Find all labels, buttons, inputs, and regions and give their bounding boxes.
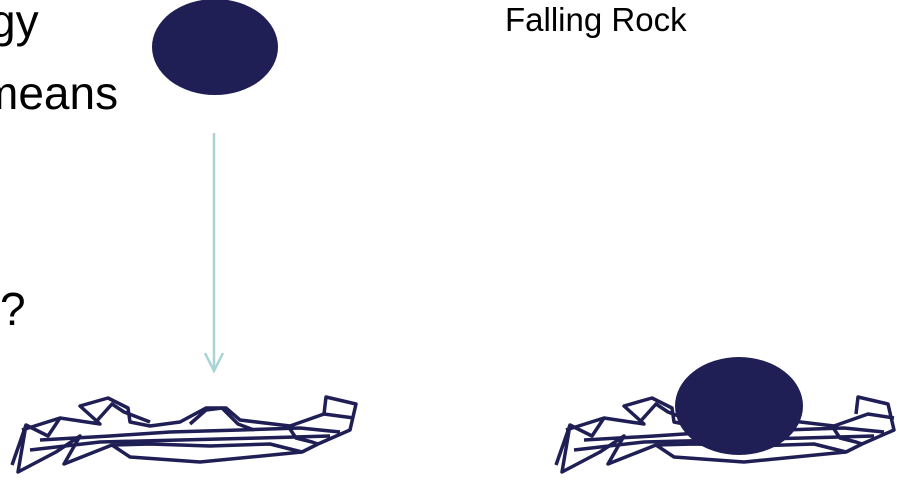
fall-arrow-icon xyxy=(205,133,223,371)
falling-rock-icon xyxy=(152,0,278,95)
landed-rock-icon xyxy=(675,357,803,455)
ground-left-icon xyxy=(12,397,356,472)
